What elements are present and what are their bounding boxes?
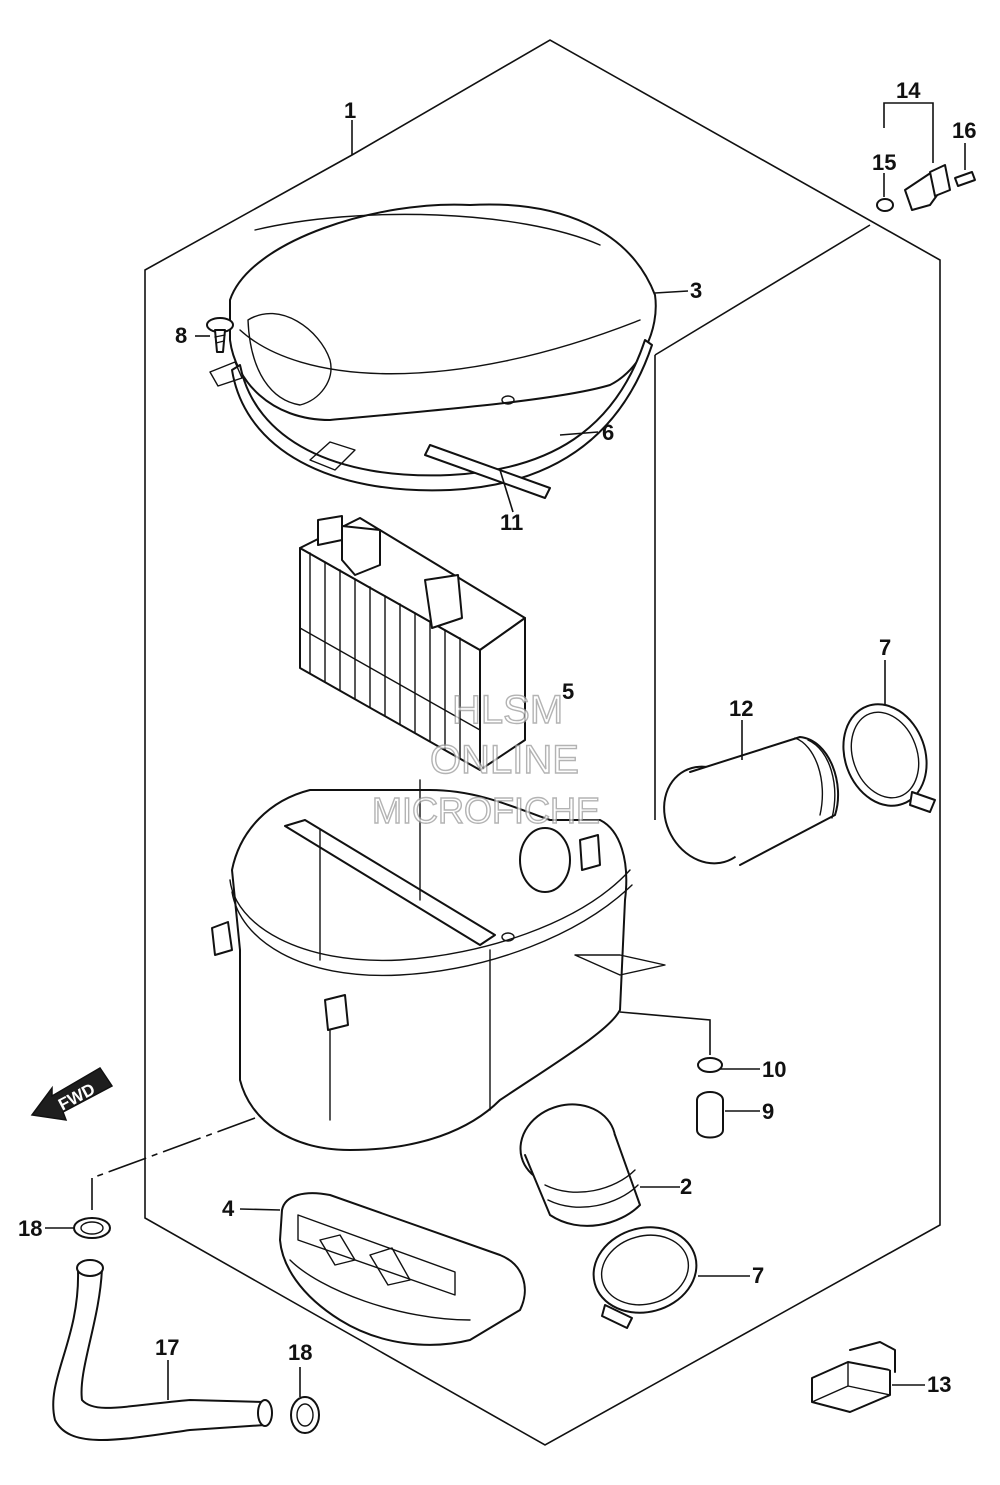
drain-plug <box>696 1091 724 1139</box>
hose-clip-lower <box>290 1396 320 1434</box>
callout-12: 12 <box>729 696 753 721</box>
callout-18-lower: 18 <box>288 1340 312 1365</box>
foam-strip <box>424 444 551 499</box>
drain-hose <box>52 1259 273 1441</box>
outlet-boot <box>519 1103 641 1227</box>
callout-17: 17 <box>155 1335 179 1360</box>
callout-4: 4 <box>222 1196 235 1221</box>
forward-direction-arrow: FWD <box>30 1066 114 1121</box>
callout-13: 13 <box>927 1372 951 1397</box>
cap-screw <box>206 317 234 353</box>
air-filter-element <box>299 515 526 771</box>
callout-9: 9 <box>762 1099 774 1124</box>
leader-lines <box>45 102 966 1400</box>
callout-11: 11 <box>500 510 523 535</box>
callout-14: 14 <box>896 78 921 103</box>
callout-2: 2 <box>680 1174 692 1199</box>
callout-6: 6 <box>602 420 614 445</box>
upper-hose-clamp <box>842 703 936 813</box>
cap-seal <box>209 339 653 492</box>
callout-10: 10 <box>762 1057 786 1082</box>
callout-5: 5 <box>562 679 574 704</box>
lower-hose-clamp <box>592 1226 698 1329</box>
air-cleaner-cap <box>229 203 657 421</box>
callout-16: 16 <box>952 118 976 143</box>
callout-15: 15 <box>872 150 896 175</box>
watermark: HLSM ONLINE MICROFICHE <box>371 687 600 831</box>
relay-connector <box>811 1341 896 1413</box>
callout-18-upper: 18 <box>18 1216 42 1241</box>
watermark-line-2: ONLINE <box>430 738 579 782</box>
callout-7-lower: 7 <box>752 1263 764 1288</box>
intake-air-sensor <box>876 164 976 212</box>
assembly-outline <box>144 39 941 1446</box>
watermark-line-1: HLSM <box>452 688 563 732</box>
callout-8: 8 <box>175 323 187 348</box>
intake-duct <box>663 736 840 866</box>
callout-7-upper: 7 <box>879 635 891 660</box>
watermark-line-3: MICROFICHE <box>372 790 600 831</box>
air-cleaner-box <box>211 779 666 1151</box>
callout-labels: 1 2 3 4 5 6 7 7 8 9 10 11 12 13 14 15 16… <box>18 78 976 1397</box>
drain-box <box>279 1192 526 1346</box>
hose-clip-upper <box>73 1217 111 1239</box>
callout-1: 1 <box>344 98 356 123</box>
callout-3: 3 <box>690 278 702 303</box>
drain-clip <box>697 1057 723 1073</box>
